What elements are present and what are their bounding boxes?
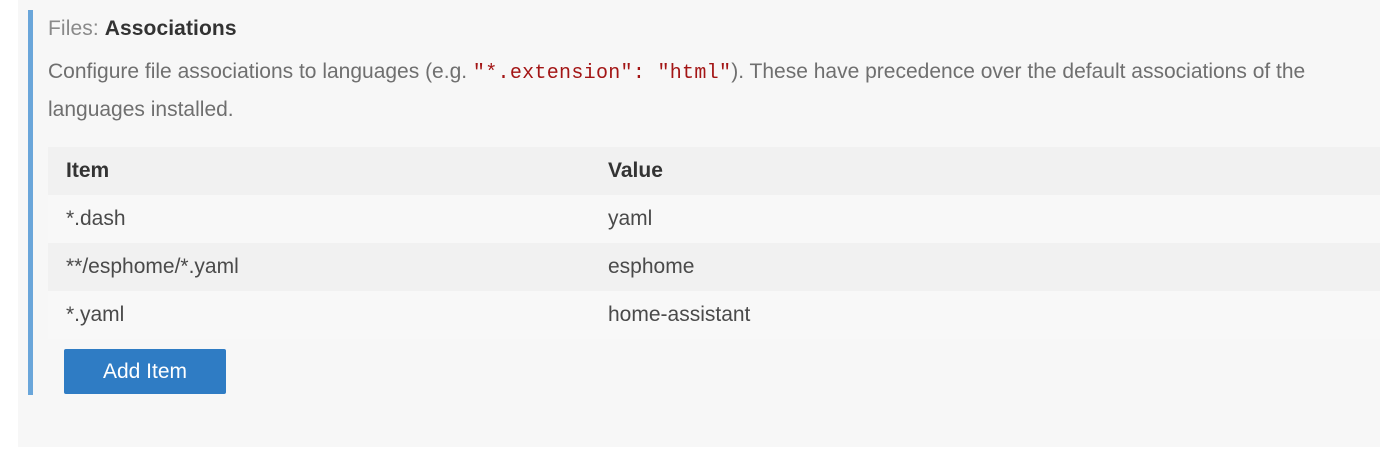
add-item-button[interactable]: Add Item xyxy=(64,349,226,394)
file-associations-table: Item Value *.dash yaml **/esphome/*.yaml… xyxy=(48,147,1380,339)
column-header-item: Item xyxy=(66,159,110,182)
setting-description-after: ). These have precedence over the defaul… xyxy=(48,60,1306,121)
setting-card-body: Files: Associations Configure file assoc… xyxy=(48,0,1380,447)
row-item-value: esphome xyxy=(608,255,695,278)
setting-description: Configure file associations to languages… xyxy=(48,44,1380,128)
setting-title-key: Associations xyxy=(104,17,237,40)
table-header-row: Item Value xyxy=(48,147,1380,195)
table-row[interactable]: *.dash yaml xyxy=(48,195,1380,243)
table-body: *.dash yaml **/esphome/*.yaml esphome *.… xyxy=(48,195,1380,339)
table-row[interactable]: **/esphome/*.yaml esphome xyxy=(48,243,1380,291)
setting-card: Files: Associations Configure file assoc… xyxy=(18,0,1380,447)
row-item-value: home-assistant xyxy=(608,303,751,326)
table-row[interactable]: *.yaml home-assistant xyxy=(48,291,1380,339)
setting-description-before: Configure file associations to languages… xyxy=(48,60,473,83)
setting-title-prefix: Files: xyxy=(48,17,99,40)
row-item-pattern: *.dash xyxy=(66,207,126,230)
column-header-value: Value xyxy=(608,159,663,182)
setting-description-code: "*.extension": "html" xyxy=(472,62,732,85)
row-item-pattern: *.yaml xyxy=(66,303,125,326)
setting-title: Files: Associations xyxy=(48,0,1380,44)
table-header: Item Value xyxy=(48,147,1380,195)
row-item-value: yaml xyxy=(608,207,653,230)
row-item-pattern: **/esphome/*.yaml xyxy=(66,255,239,278)
modified-setting-accent-bar xyxy=(28,10,33,395)
